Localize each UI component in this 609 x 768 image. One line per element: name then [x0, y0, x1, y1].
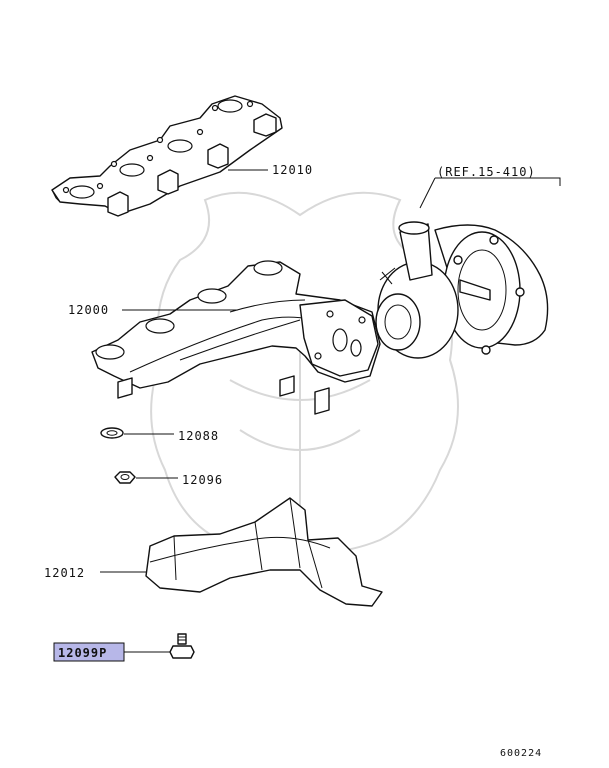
exhaust-manifold: 12000: [68, 260, 381, 415]
part-number-12000: 12000: [68, 303, 109, 317]
part-number-12010: 12010: [272, 163, 313, 177]
part-number-12012: 12012: [44, 566, 85, 580]
highlight-box: [53, 642, 125, 662]
turbocharger: (REF.15-410): [375, 165, 561, 359]
nut: 12096: [114, 471, 223, 487]
part-number-12088: 12088: [178, 429, 219, 443]
washer: 12088: [100, 427, 219, 443]
heat-shield: 12012: [44, 497, 383, 607]
turbo-reference-label: (REF.15-410): [437, 165, 536, 179]
bolt: 12099P: [53, 633, 195, 662]
part-number-12099P: 12099P: [58, 646, 107, 660]
exhaust-manifold-gasket: 12010: [51, 95, 313, 217]
diagram-code: 600224: [500, 748, 542, 759]
part-number-12096: 12096: [182, 473, 223, 487]
